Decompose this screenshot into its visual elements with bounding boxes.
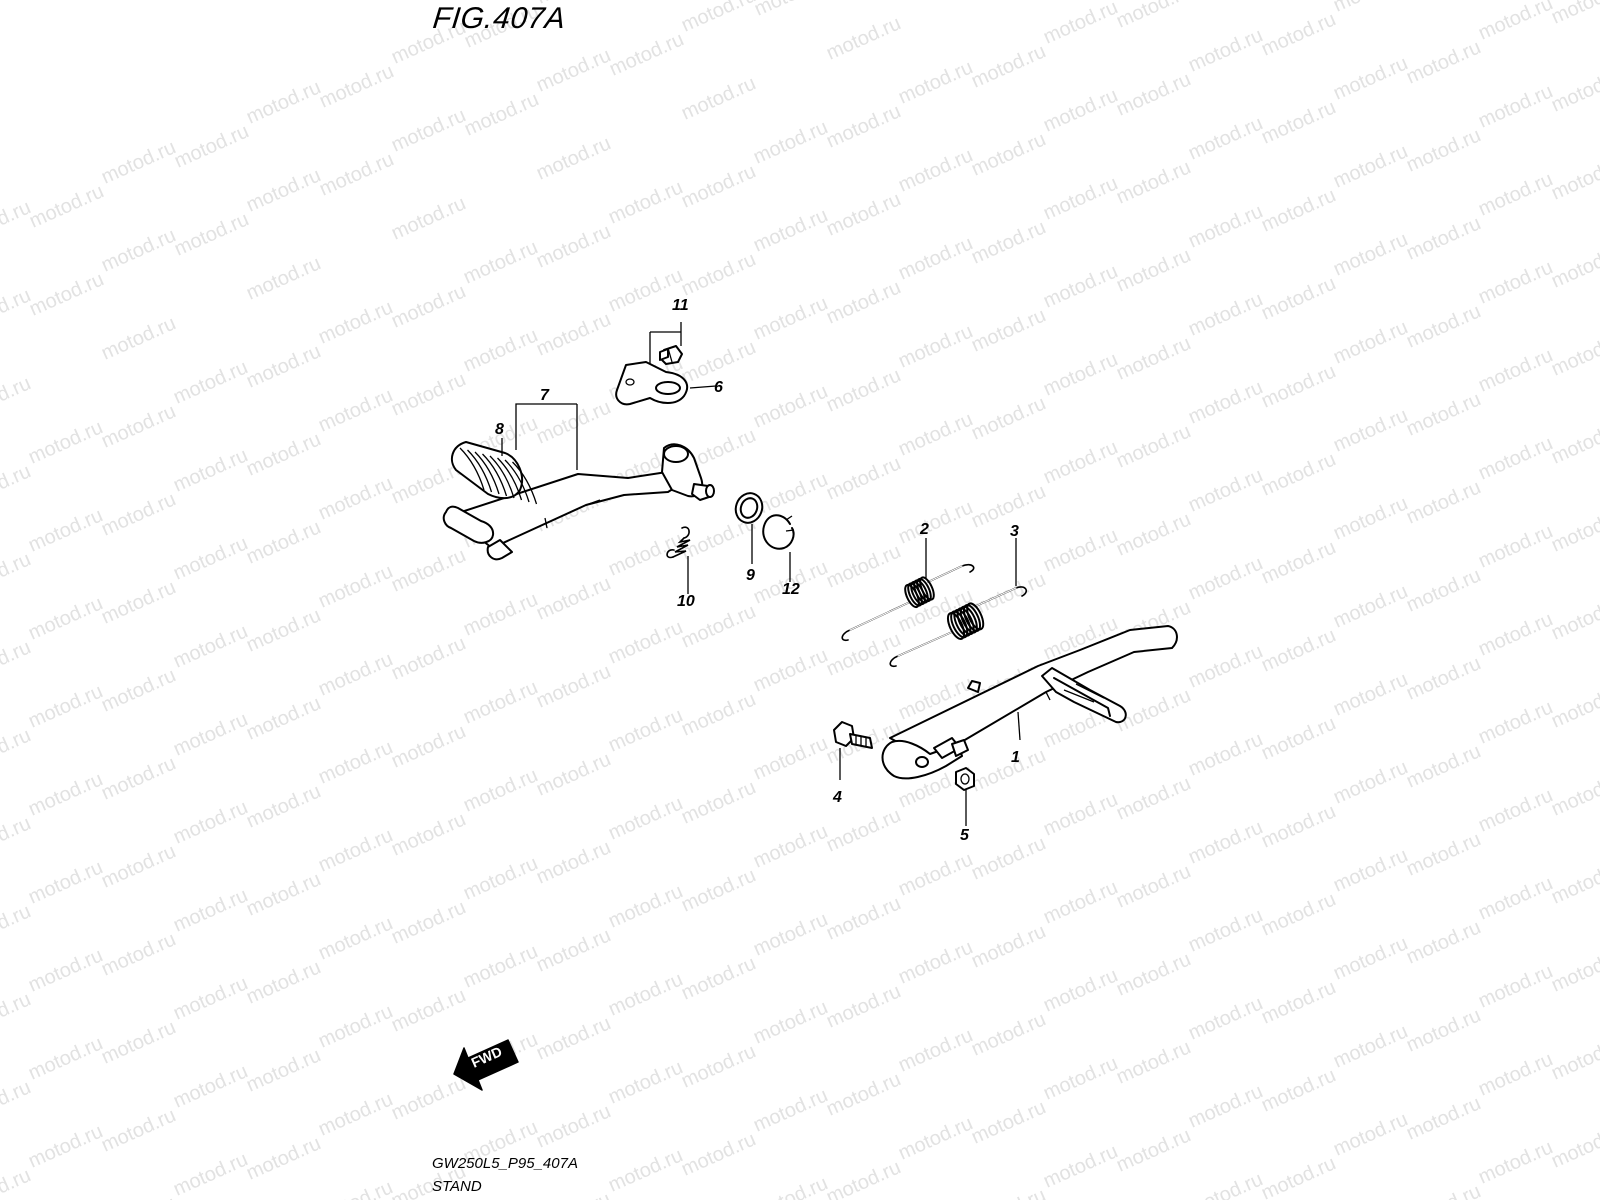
stand-spring-inner (841, 563, 975, 642)
side-stand (881, 625, 1178, 780)
leader-lines (501, 322, 1021, 826)
model-code: GW250L5_P95_407A (432, 1155, 578, 1172)
callout-8: 8 (495, 421, 504, 438)
callout-11: 11 (672, 297, 689, 314)
callout-10: 10 (677, 593, 695, 610)
spring-coil-turn (950, 610, 969, 639)
forward-direction-arrow: FWD (453, 1039, 519, 1091)
spring-coil-turn (946, 612, 966, 640)
callout-2: 2 (919, 521, 929, 538)
callout-3: 3 (1010, 523, 1019, 540)
bracket-bolt (659, 345, 683, 365)
circlip (762, 514, 795, 550)
stand-pivot-bolt (833, 721, 873, 749)
stand-bracket (615, 361, 689, 406)
callout-4: 4 (832, 789, 842, 806)
callout-12: 12 (782, 581, 800, 598)
washer (734, 492, 764, 524)
callout-labels: 1 2 3 4 5 6 7 8 9 10 11 12 (495, 297, 1020, 844)
spring-coil-turn (959, 605, 978, 634)
footrest-rubber (450, 441, 538, 505)
spring-coil-turn (913, 579, 929, 604)
figure-caption: STAND (432, 1178, 482, 1195)
spring-coil-turn (919, 576, 935, 601)
spring-coil-turn (966, 602, 985, 631)
callout-1: 1 (1011, 749, 1020, 766)
spring-coil-turn (953, 608, 972, 637)
callout-5: 5 (960, 827, 970, 844)
footrest-stand-arm (442, 443, 715, 561)
callout-6: 6 (714, 379, 723, 396)
callout-7: 7 (540, 387, 550, 404)
stand-nut (955, 767, 975, 791)
spring-coil-turn (962, 604, 982, 632)
stand-spring-outer (889, 586, 1028, 668)
spring-coil-turn (956, 607, 975, 636)
return-spring (666, 526, 691, 559)
spring-coil-turn (916, 577, 932, 603)
callout-9: 9 (746, 567, 755, 584)
